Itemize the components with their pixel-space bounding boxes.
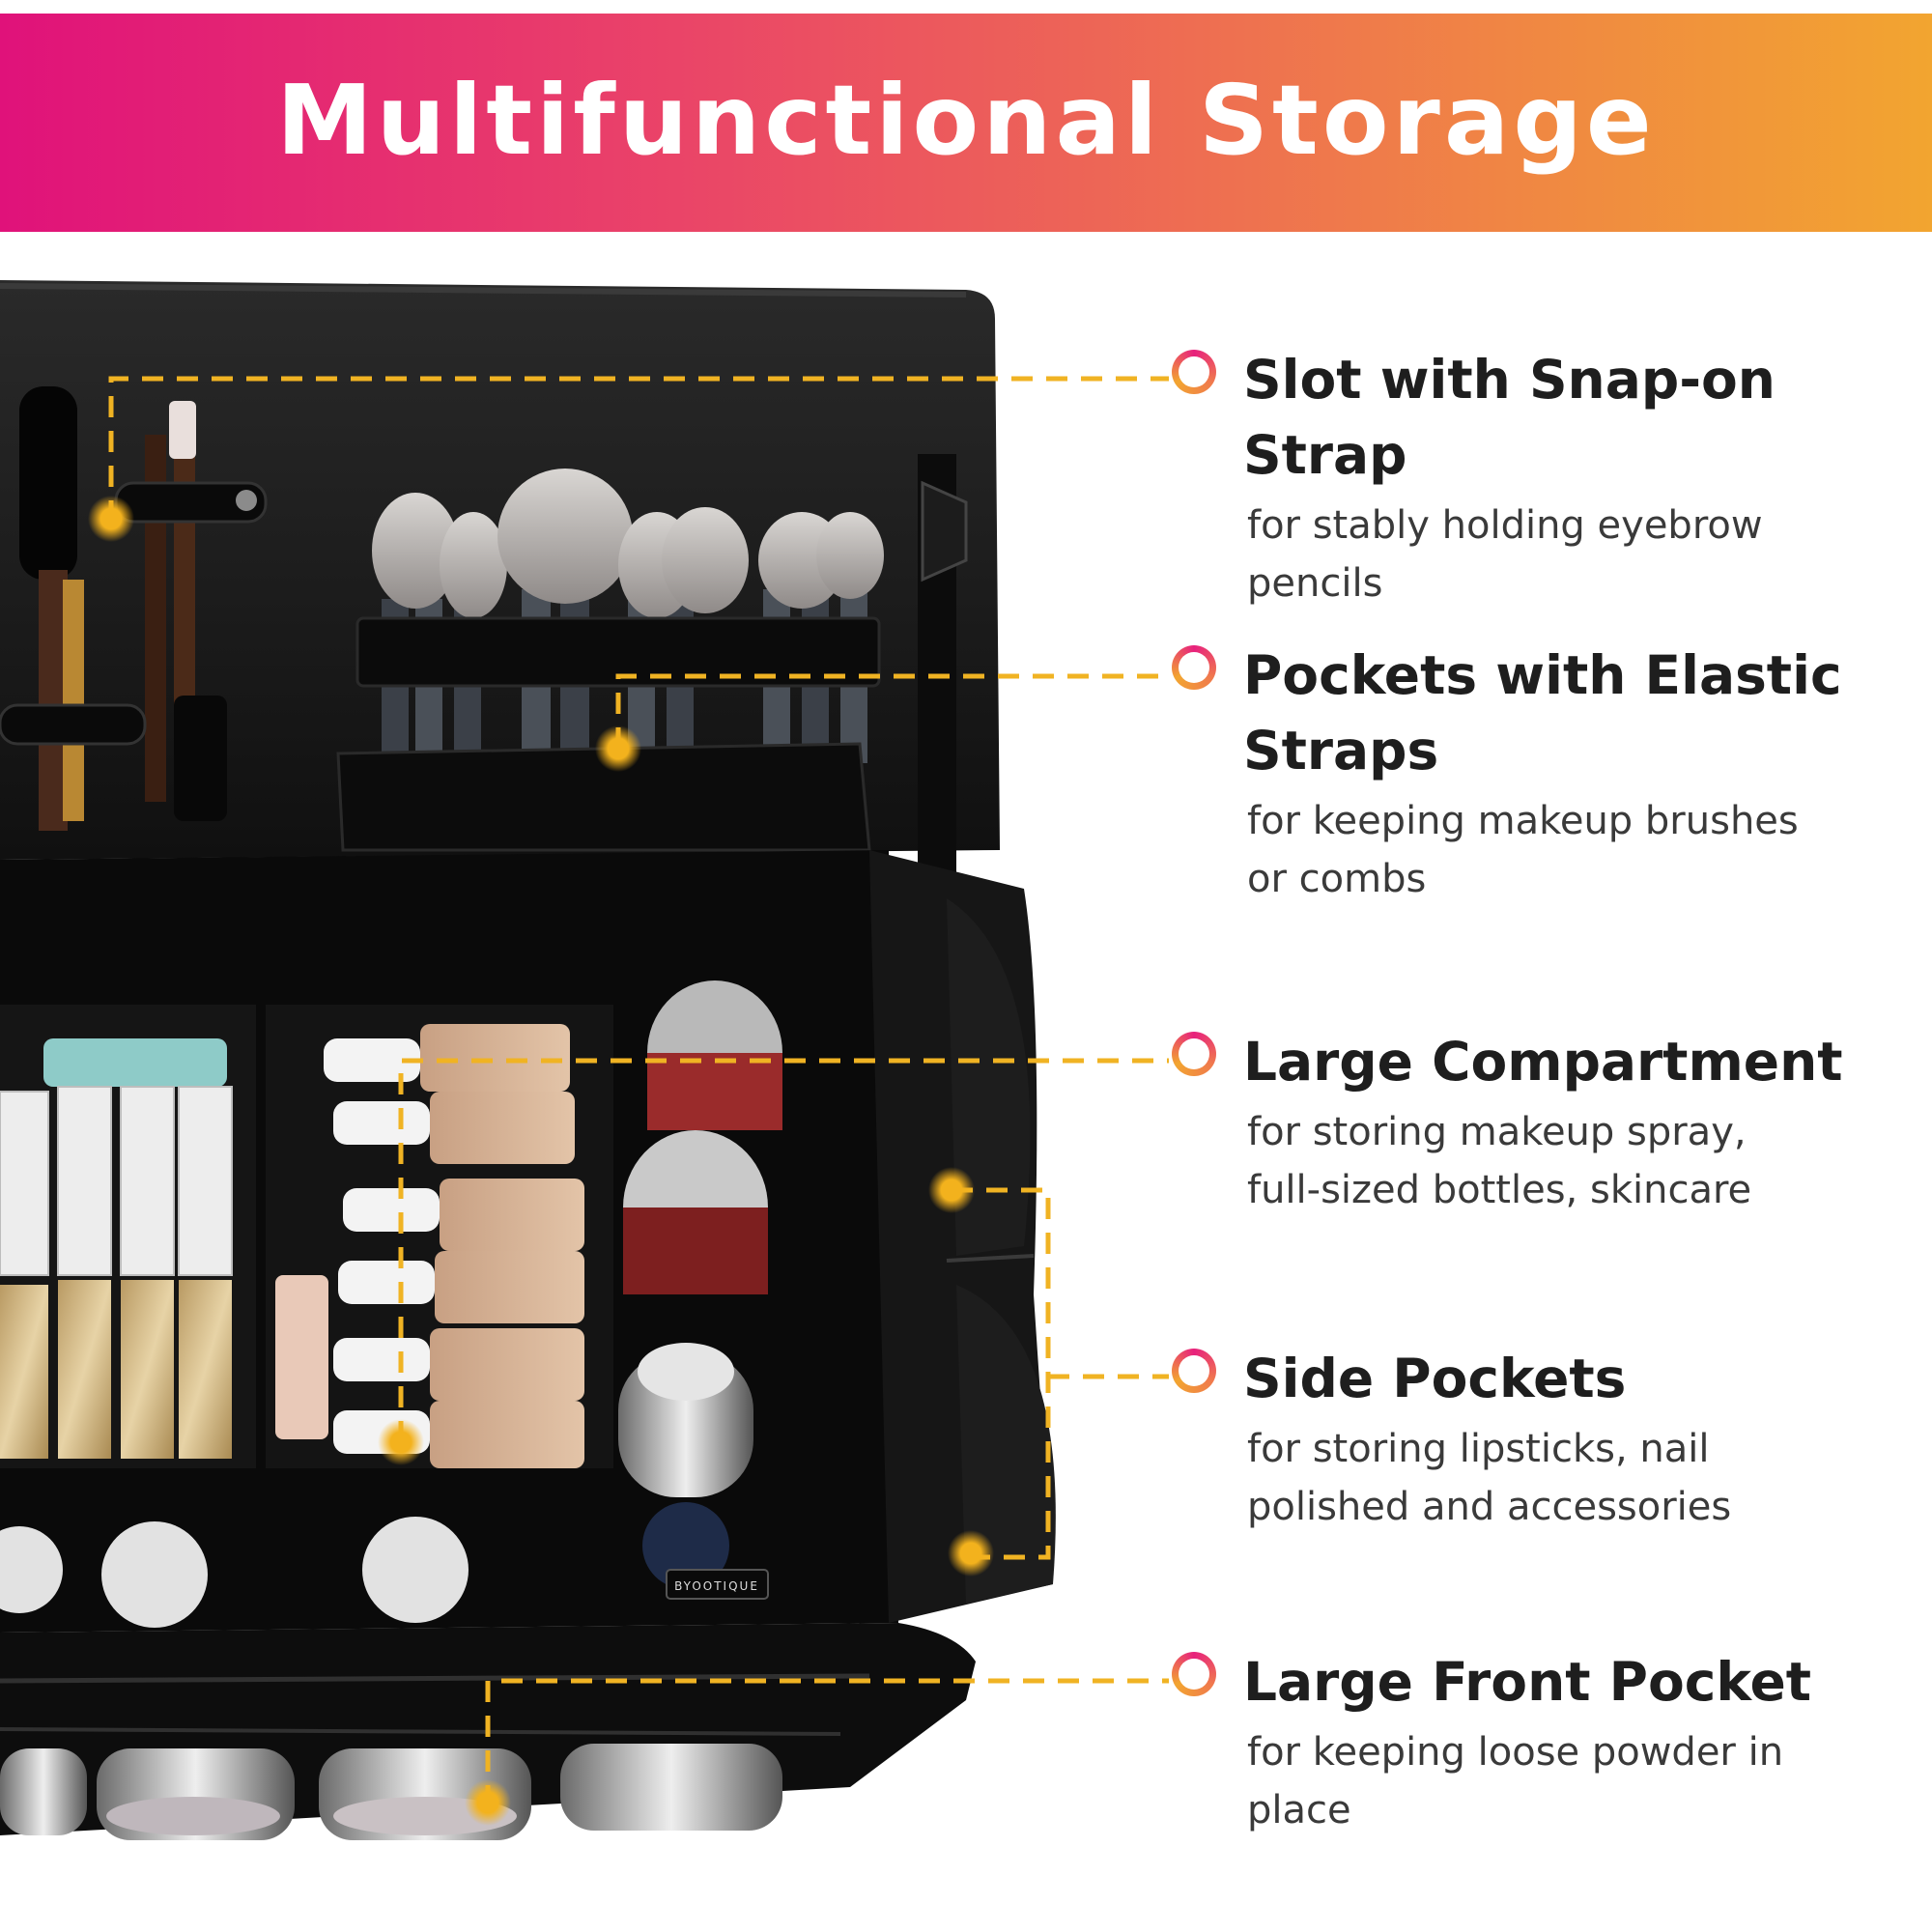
ring-marker-icon: [1172, 1652, 1216, 1696]
ring-marker-icon: [1172, 645, 1216, 690]
feature-description: for storing lipsticks, nail polished and…: [1247, 1427, 1732, 1529]
feature-large-compartment: Large Compartment for storing makeup spr…: [1172, 1024, 1925, 1219]
feature-elastic-pockets: Pockets with Elastic Straps for keeping …: [1172, 638, 1925, 908]
loose-powder-jars: [0, 1744, 782, 1840]
brand-tag-label: BYOOTIQUE: [674, 1579, 759, 1593]
callout-lines: [108, 376, 1169, 1806]
feature-description: for keeping makeup brushes or combs: [1247, 799, 1799, 901]
feature-title: Large Compartment: [1243, 1031, 1843, 1093]
ring-marker-icon: [1172, 350, 1216, 394]
spray-bottles: [618, 980, 782, 1589]
feature-title: Slot with Snap-on Strap: [1243, 349, 1776, 486]
ring-marker-icon: [1172, 1349, 1216, 1393]
buckle: [921, 480, 968, 582]
ring-marker-icon: [1172, 1032, 1216, 1076]
page-title: Multifunctional Storage: [276, 63, 1656, 177]
feature-side-pockets: Side Pockets for storing lipsticks, nail…: [1172, 1341, 1925, 1536]
feature-title: Large Front Pocket: [1243, 1651, 1812, 1713]
feature-description: for keeping loose powder in place: [1247, 1730, 1784, 1833]
feature-description: for storing makeup spray, full-sized bot…: [1247, 1110, 1752, 1212]
feature-front-pocket: Large Front Pocket for keeping loose pow…: [1172, 1644, 1925, 1839]
feature-title: Side Pockets: [1243, 1348, 1627, 1409]
eyebrow-pencils: [0, 386, 268, 831]
feature-slot-snap-strap: Slot with Snap-on Strap for stably holdi…: [1172, 342, 1925, 612]
feature-title: Pockets with Elastic Straps: [1243, 644, 1842, 781]
callout-markers: [88, 496, 994, 1826]
header-banner: Multifunctional Storage: [0, 14, 1932, 232]
makeup-brushes: [336, 469, 884, 852]
feature-description: for stably holding eyebrow pencils: [1247, 503, 1763, 606]
brand-tag: [666, 1569, 769, 1600]
